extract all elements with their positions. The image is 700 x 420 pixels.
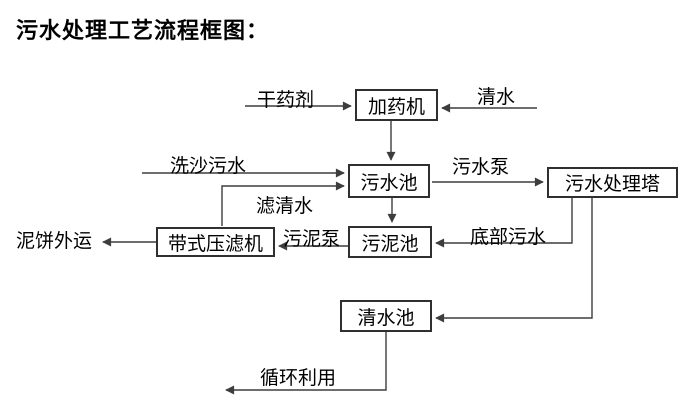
- flow-label-sand-wash-sewage: 洗沙污水: [170, 156, 247, 177]
- arrow-bottom-sewage-tower-to-sludge-pool: [435, 198, 573, 248]
- page-title: 污水处理工艺流程框图：: [16, 18, 270, 43]
- flow-label-filtered-water: 滤清水: [256, 196, 314, 217]
- flow-label-recycle-use: 循环利用: [260, 368, 337, 389]
- flow-label-mud-cake-outbound: 泥饼外运: [16, 231, 93, 252]
- node-clean-water-pool: 清水池: [340, 300, 432, 332]
- flow-label-clean-water: 清水: [477, 87, 516, 108]
- arrow-treatment-tower-to-clean-water-pool: [435, 198, 593, 323]
- node-treatment-tower: 污水处理塔: [547, 167, 678, 198]
- node-sludge-pool: 污泥池: [348, 226, 432, 258]
- node-dosing-machine: 加药机: [355, 89, 438, 121]
- arrow-filtered-water-press-to-sewage-pool: [221, 181, 345, 226]
- arrow-clean-water-pool-to-recycle: [225, 332, 387, 395]
- flow-label-sewage-pump: 污水泵: [452, 157, 510, 178]
- flow-label-bottom-sewage: 底部污水: [470, 227, 547, 248]
- flow-label-dry-agent: 干药剂: [257, 90, 315, 111]
- node-belt-filter-press: 带式压滤机: [156, 227, 275, 257]
- flow-label-sludge-pump: 污泥泵: [283, 229, 341, 250]
- node-sewage-pool: 污水池: [348, 164, 430, 198]
